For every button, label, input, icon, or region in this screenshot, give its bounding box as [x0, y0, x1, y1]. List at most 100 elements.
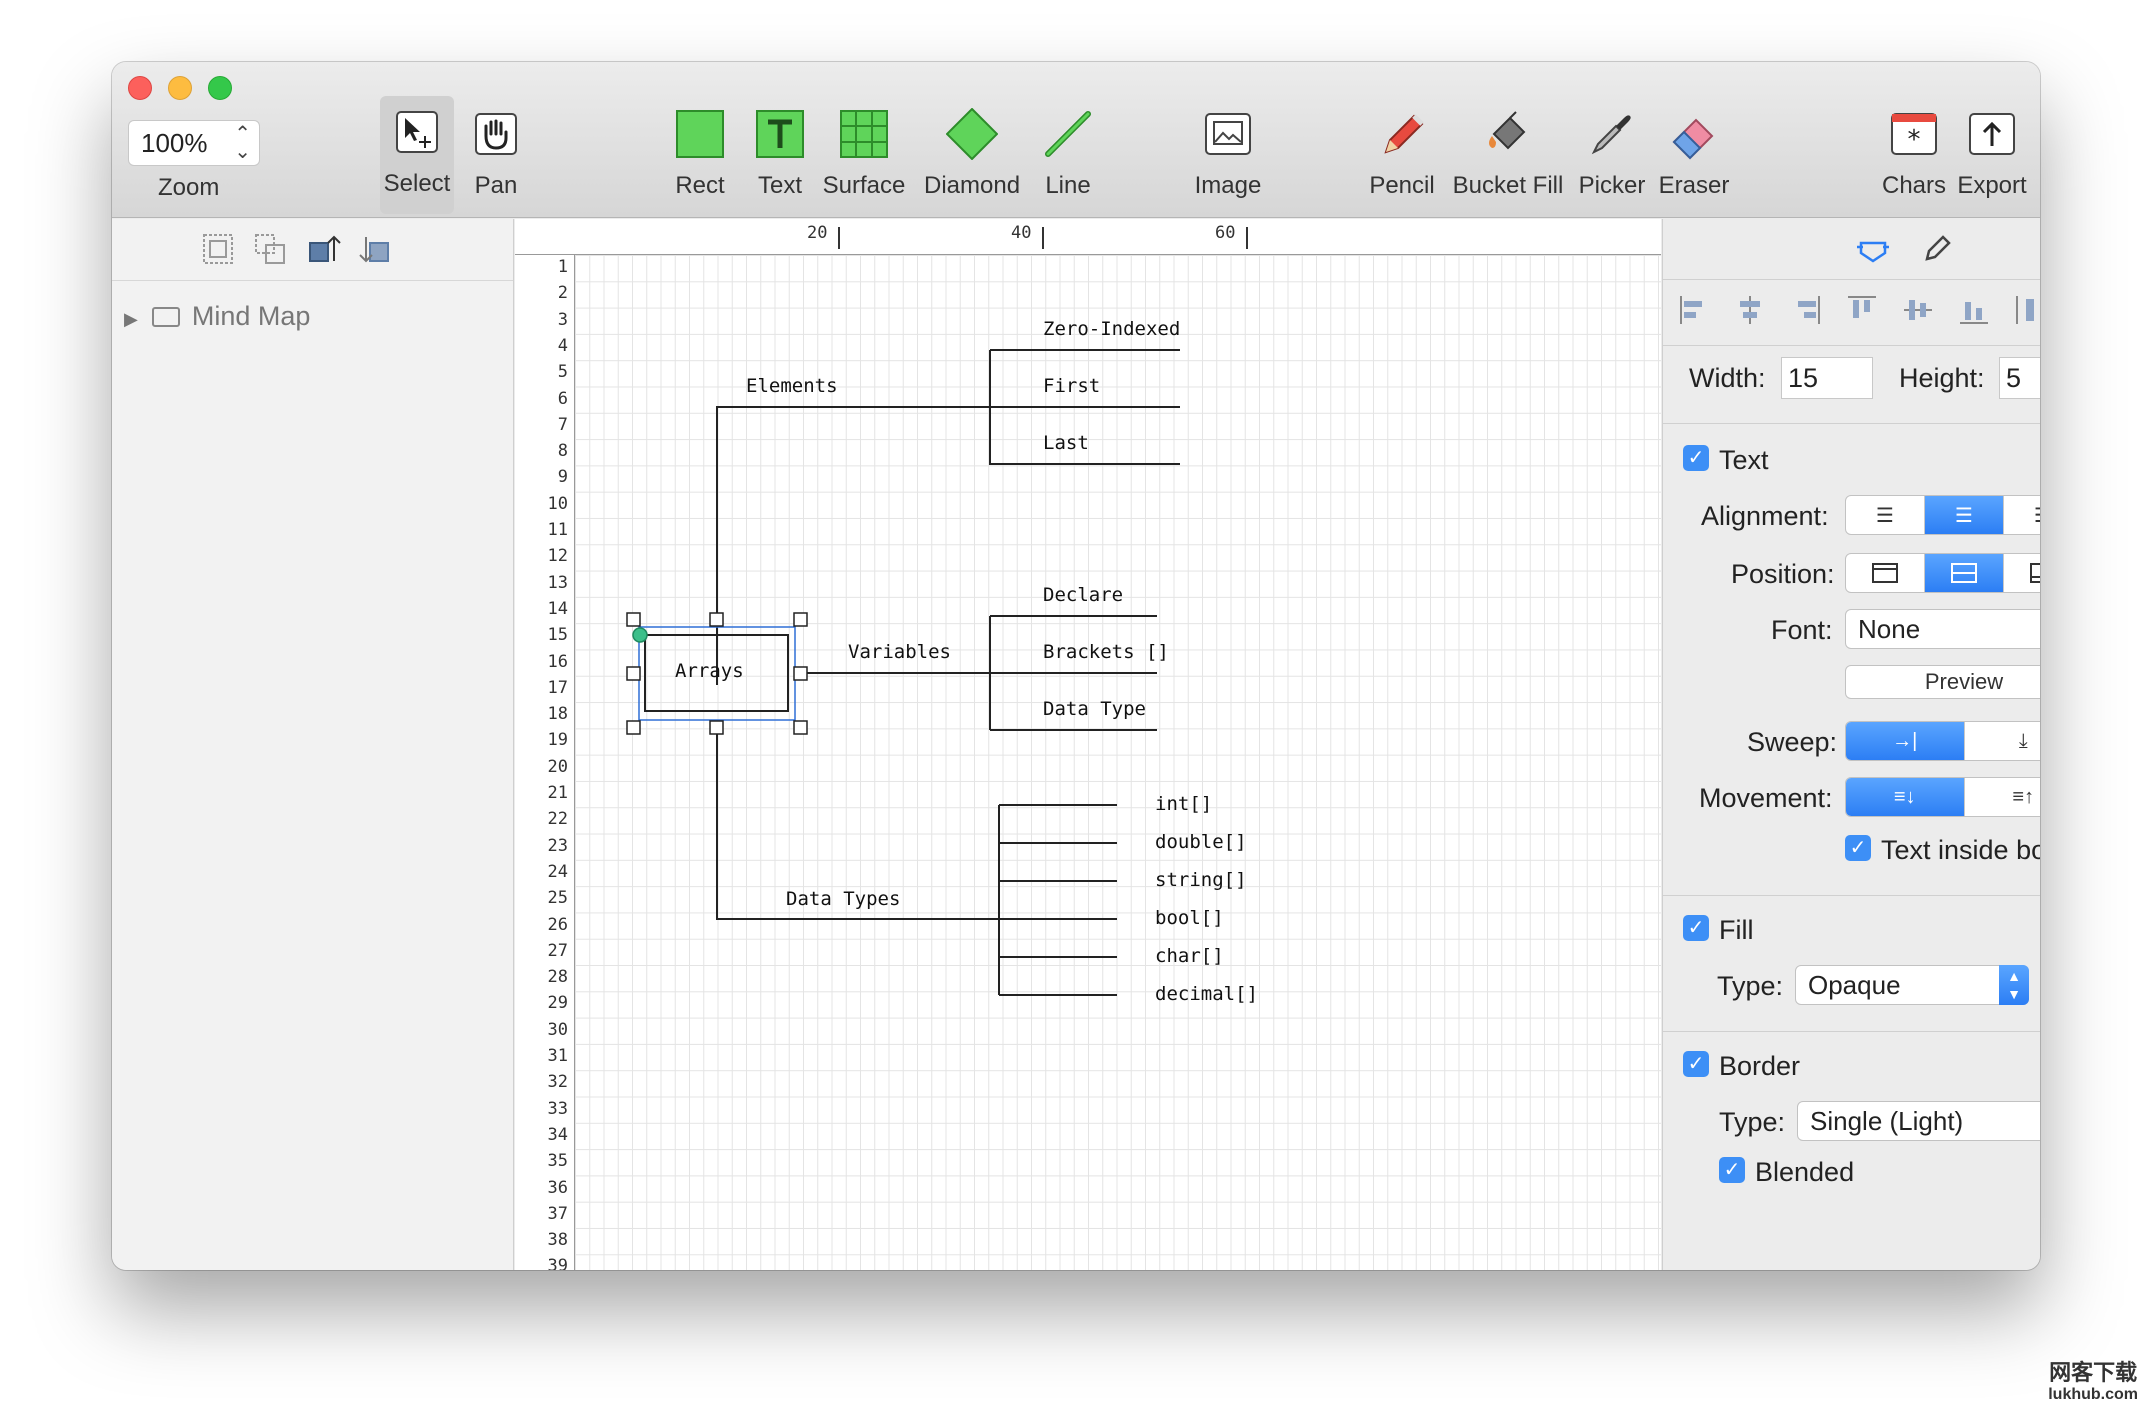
diagram-branch-data-types[interactable]: Data Types	[786, 888, 901, 910]
ruler-row-number: 4	[557, 335, 568, 356]
chars-button[interactable]: * Chars	[1882, 108, 1946, 212]
popup-chevron-icon: ▲▼	[1999, 965, 2029, 1005]
ruler-row-number: 8	[557, 441, 568, 462]
image-tool-button[interactable]: Image	[1190, 108, 1266, 212]
height-field[interactable]: 5	[1999, 357, 2040, 399]
alignment-label: Alignment:	[1701, 501, 1829, 531]
diamond-tool-label: Diamond	[924, 172, 1021, 199]
disclosure-triangle-icon[interactable]: ▶	[124, 309, 138, 329]
preview-button[interactable]: Preview	[1845, 665, 2040, 699]
align-bottom-icon[interactable]	[1957, 293, 1991, 327]
export-button[interactable]: Export	[1956, 108, 2028, 212]
font-popup[interactable]: None ▲▼	[1845, 609, 2040, 649]
sweep-vertical-icon[interactable]: ⤓	[2018, 729, 2028, 752]
border-type-popup[interactable]: Single (Light) ▲▼	[1797, 1101, 2040, 1141]
diagram-leaf[interactable]: Last	[1043, 432, 1089, 454]
send-backward-icon[interactable]	[358, 231, 394, 267]
sidebar: ▶Mind Map	[112, 219, 514, 1270]
bucket-fill-tool-button[interactable]: Bucket Fill	[1446, 108, 1570, 212]
group-icon[interactable]	[200, 231, 236, 267]
shape-tab-icon[interactable]	[1855, 231, 1891, 267]
align-text-right-icon[interactable]: ☰	[2004, 496, 2040, 534]
diagram-leaf[interactable]: decimal[]	[1155, 983, 1258, 1005]
eraser-tool-button[interactable]: Eraser	[1656, 108, 1732, 212]
blended-checkbox[interactable]: ✓	[1719, 1157, 1745, 1183]
edit-tab-icon[interactable]	[1919, 231, 1955, 267]
image-icon	[1205, 113, 1251, 155]
movement-up-icon[interactable]: ≡↑	[2012, 785, 2035, 808]
zoom-input[interactable]: 100% ⌃⌄	[128, 120, 260, 166]
close-window-button[interactable]	[128, 76, 152, 100]
movement-down-icon[interactable]: ≡↓	[1846, 778, 1965, 816]
diagram-canvas[interactable]: Arrays Elements Variables Data Types Zer…	[575, 255, 1661, 1270]
position-bottom-icon[interactable]	[2004, 554, 2040, 592]
align-top-icon[interactable]	[1845, 293, 1879, 327]
diagram-leaf[interactable]: bool[]	[1155, 907, 1224, 929]
diagram-leaf[interactable]: string[]	[1155, 869, 1247, 891]
minimize-window-button[interactable]	[168, 76, 192, 100]
text-tool-icon	[756, 110, 804, 158]
export-label: Export	[1957, 172, 2027, 199]
sweep-horizontal-icon[interactable]: →|	[1846, 722, 1965, 760]
line-tool-button[interactable]: Line	[1036, 108, 1100, 212]
diagram-leaf[interactable]: Zero-Indexed	[1043, 318, 1181, 340]
align-text-center-icon[interactable]: ☰	[1925, 496, 2004, 534]
rect-tool-label: Rect	[675, 172, 725, 199]
ruler-row-number: 29	[547, 993, 568, 1014]
align-right-icon[interactable]	[1789, 293, 1823, 327]
align-left-icon[interactable]	[1677, 293, 1711, 327]
zoom-stepper-icon[interactable]: ⌃⌄	[234, 123, 251, 163]
ungroup-icon[interactable]	[252, 231, 288, 267]
ruler-row-number: 3	[557, 309, 568, 330]
position-segmented-control[interactable]	[1845, 553, 2040, 593]
diagram-leaf[interactable]: Declare	[1043, 584, 1124, 606]
width-field[interactable]: 15	[1781, 357, 1873, 399]
diagram-node-arrays[interactable]: Arrays	[675, 660, 744, 682]
surface-tool-button[interactable]: Surface	[822, 108, 906, 212]
rect-tool-button[interactable]: Rect	[668, 108, 732, 212]
pencil-tool-button[interactable]: Pencil	[1364, 108, 1440, 212]
distribute-horizontal-icon[interactable]	[2013, 293, 2040, 327]
eyedropper-icon	[1591, 115, 1631, 155]
text-section-label: Text	[1719, 445, 1769, 475]
alignment-segmented-control[interactable]: ☰ ☰ ☰	[1845, 495, 2040, 535]
sidebar-item-mind-map[interactable]: ▶Mind Map	[124, 301, 310, 332]
fill-type-popup[interactable]: Opaque ▲▼	[1795, 965, 2029, 1005]
diagram-leaf[interactable]: First	[1043, 375, 1101, 397]
text-tool-label: Text	[757, 172, 802, 199]
diagram-leaf[interactable]: Brackets []	[1043, 641, 1169, 663]
ruler-row-number: 11	[547, 520, 568, 540]
text-inside-border-checkbox[interactable]: ✓	[1845, 835, 1871, 861]
align-middle-v-icon[interactable]	[1901, 293, 1935, 327]
diagram-branch-elements[interactable]: Elements	[746, 375, 838, 397]
diagram-leaf[interactable]: char[]	[1155, 945, 1224, 967]
pan-tool-button[interactable]: Pan	[464, 108, 528, 212]
select-tool-button[interactable]: Select	[380, 96, 454, 214]
ruler-row-number: 10	[547, 493, 568, 514]
border-checkbox[interactable]: ✓	[1683, 1051, 1709, 1077]
align-text-left-icon[interactable]: ☰	[1846, 496, 1925, 534]
sweep-segmented-control[interactable]: →| ⤓	[1845, 721, 2040, 761]
fill-section-label: Fill	[1719, 915, 1754, 945]
position-middle-icon[interactable]	[1925, 554, 2004, 592]
diagram-leaf[interactable]: int[]	[1155, 793, 1213, 815]
position-label: Position:	[1731, 559, 1835, 589]
diamond-tool-button[interactable]: Diamond	[924, 108, 1020, 212]
eraser-tool-label: Eraser	[1658, 172, 1730, 199]
diagram-leaf[interactable]: double[]	[1155, 831, 1247, 853]
movement-segmented-control[interactable]: ≡↓ ≡↑	[1845, 777, 2040, 817]
diagram-leaf[interactable]: Data Type	[1043, 698, 1146, 720]
text-tool-button[interactable]: Text	[748, 108, 812, 212]
bucket-fill-tool-label: Bucket Fill	[1452, 172, 1564, 199]
ruler-row-number: 37	[547, 1203, 568, 1224]
picker-tool-button[interactable]: Picker	[1576, 108, 1648, 212]
zoom-window-button[interactable]	[208, 76, 232, 100]
fill-checkbox[interactable]: ✓	[1683, 915, 1709, 941]
bucket-fill-icon	[1489, 111, 1526, 150]
diagram-branch-variables[interactable]: Variables	[848, 641, 951, 663]
position-top-icon[interactable]	[1846, 554, 1925, 592]
align-center-h-icon[interactable]	[1733, 293, 1767, 327]
text-checkbox[interactable]: ✓	[1683, 445, 1709, 471]
bring-forward-icon[interactable]	[306, 231, 342, 267]
